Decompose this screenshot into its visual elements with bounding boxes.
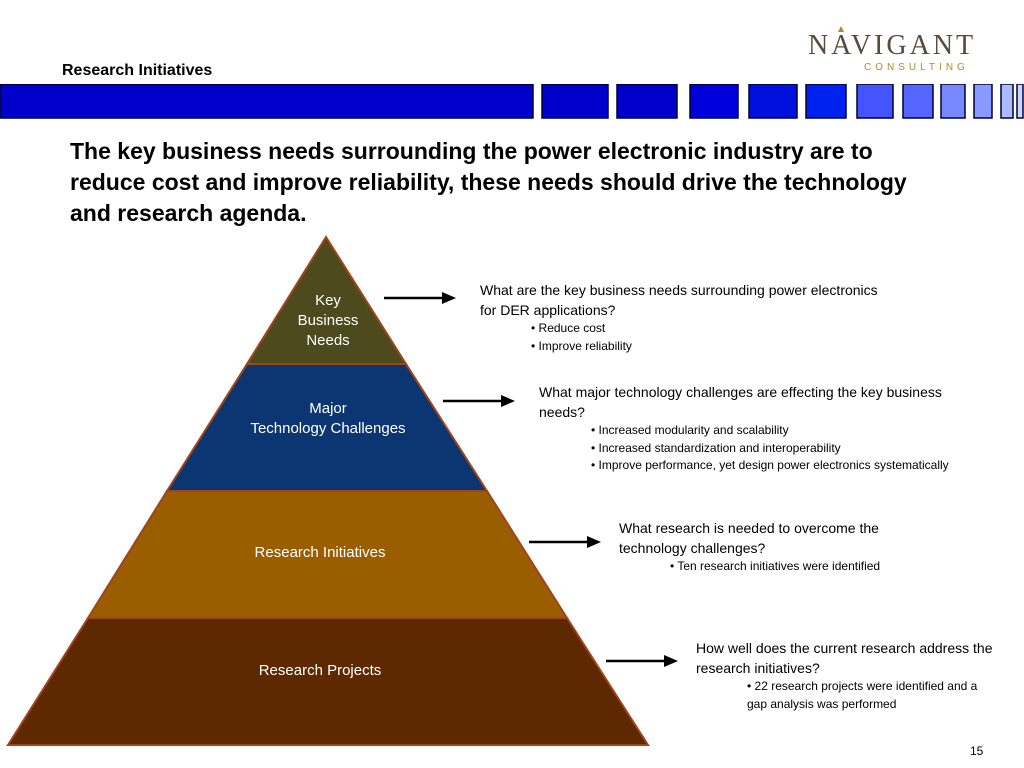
- page-number: 15: [970, 744, 984, 758]
- callout-bullet: • Improve reliability: [531, 338, 632, 353]
- bar-segment: [940, 84, 966, 119]
- bar-segment: [1000, 84, 1014, 119]
- callout-question: What major technology challenges are eff…: [539, 384, 942, 420]
- headline: The key business needs surrounding the p…: [70, 138, 907, 226]
- decorative-bar-strip: [0, 84, 1024, 119]
- callout-research-initiatives: What research is needed to overcome the …: [619, 518, 949, 576]
- callout-question: What research is needed to overcome the …: [619, 520, 879, 556]
- navigant-logo: NAVIGANT CONSULTING: [808, 26, 988, 76]
- pyramid-tier-research-projects: [6, 617, 650, 746]
- bar-segment: [1016, 84, 1024, 119]
- logo-chevron-icon: [838, 26, 844, 32]
- callout-bullet-list: • Reduce cost • Improve reliability: [531, 320, 890, 355]
- tier-label-key-business-needs: Key Business Needs: [297, 292, 359, 349]
- arrow-right-icon: [443, 395, 515, 407]
- arrow-right-icon: [529, 536, 601, 548]
- pyramid-diagram: [6, 235, 650, 746]
- bar-segment: [902, 84, 934, 119]
- bar-segment: [973, 84, 993, 119]
- tier-label-research-initiatives: Research Initiatives: [254, 544, 386, 561]
- bar-segment: [856, 84, 894, 119]
- callout-technology-challenges: What major technology challenges are eff…: [539, 382, 964, 475]
- callout-bullet-list: • 22 research projects were identified a…: [747, 678, 992, 713]
- callout-bullet: • 22 research projects were identified a…: [747, 679, 978, 711]
- bar-segment: [689, 84, 739, 119]
- bar-segment: [805, 84, 847, 119]
- bar-segment: [616, 84, 678, 119]
- bar-segment: [748, 84, 798, 119]
- arrow-right-icon: [606, 655, 678, 667]
- callout-research-projects: How well does the current research addre…: [696, 638, 996, 713]
- tier-label-major-technology-challenges: Major Technology Challenges: [250, 400, 406, 437]
- callout-question: What are the key business needs surround…: [480, 282, 878, 318]
- callout-bullet: • Ten research initiatives were identifi…: [670, 559, 881, 573]
- callout-bullet-list: • Increased modularity and scalability •…: [591, 422, 951, 475]
- slide-title: Research Initiatives: [62, 62, 213, 79]
- logo-subtitle: CONSULTING: [864, 62, 969, 73]
- arrow-right-icon: [384, 292, 456, 304]
- callout-bullet: • Reduce cost: [531, 321, 606, 335]
- callout-bullet: • Increased modularity and scalability: [591, 423, 789, 437]
- callout-bullet-list: • Ten research initiatives were identifi…: [670, 558, 949, 576]
- callout-key-business-needs: What are the key business needs surround…: [480, 280, 890, 355]
- tier-label-research-projects: Research Projects: [258, 662, 382, 679]
- callout-bullet: • Increased standardization and interope…: [591, 440, 841, 455]
- bar-segment: [0, 84, 534, 119]
- logo-wordmark: NAVIGANT: [808, 30, 977, 61]
- callout-bullet: • Improve performance, yet design power …: [591, 458, 949, 472]
- bar-segment: [541, 84, 609, 119]
- callout-question: How well does the current research addre…: [696, 640, 993, 676]
